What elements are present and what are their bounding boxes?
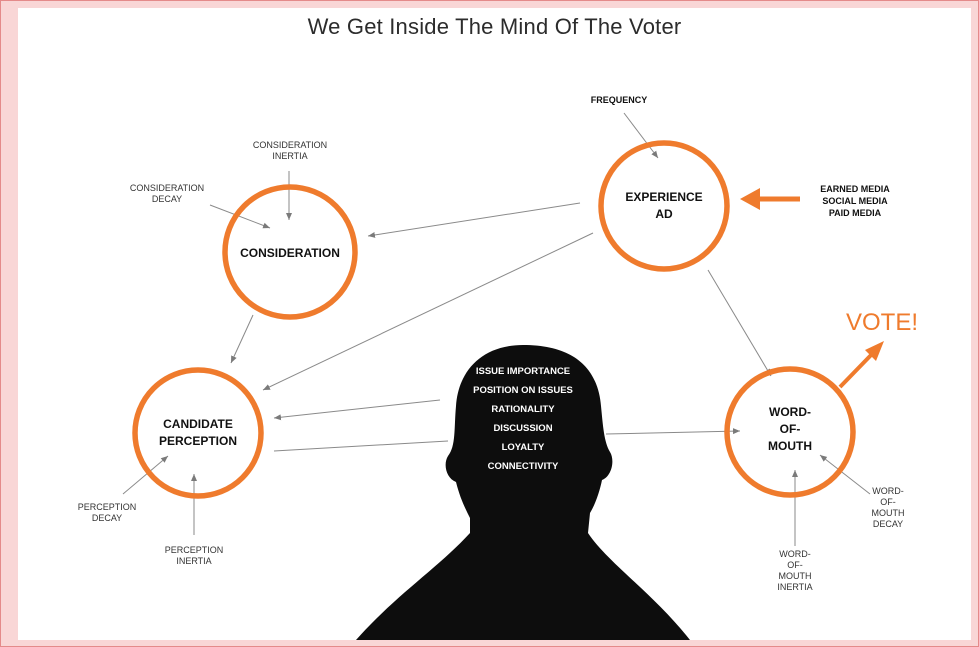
label-wom-inertia-4: INERTIA xyxy=(777,582,812,592)
arrow-consideration-to-perception xyxy=(230,314,254,364)
label-wom-inertia-2: OF- xyxy=(787,560,803,570)
stage-circles xyxy=(132,140,856,499)
factor-issue-importance: ISSUE IMPORTANCE xyxy=(476,366,570,377)
label-of: OF- xyxy=(780,422,801,436)
label-wom-inertia-3: MOUTH xyxy=(779,571,812,581)
arrow-consideration-decay xyxy=(209,204,271,229)
vote-arrow xyxy=(838,341,884,389)
vote-label: VOTE! xyxy=(846,309,918,336)
label-perception-inertia-1: PERCEPTION xyxy=(165,545,224,555)
arrow-ad-to-consideration xyxy=(367,202,581,238)
label-consideration-inertia-2: INERTIA xyxy=(272,151,307,161)
circle-consideration xyxy=(222,184,358,320)
diagram-panel: We Get Inside The Mind Of The Voter ISSU… xyxy=(18,8,971,640)
label-experience: EXPERIENCE xyxy=(625,190,702,204)
arrow-frequency xyxy=(623,112,659,159)
label-consideration-decay-2: DECAY xyxy=(152,194,182,204)
label-perception: PERCEPTION xyxy=(159,434,237,448)
label-perception-decay-1: PERCEPTION xyxy=(78,502,137,512)
label-wom-decay-1: WORD- xyxy=(872,486,904,496)
label-earned-media: EARNED MEDIA xyxy=(820,184,890,194)
label-perception-inertia-2: INERTIA xyxy=(176,556,211,566)
voter-diagram: ISSUE IMPORTANCE POSITION ON ISSUES RATI… xyxy=(78,95,918,640)
label-consideration-inertia-1: CONSIDERATION xyxy=(253,140,327,150)
media-arrow xyxy=(740,188,800,210)
label-wom-decay-4: DECAY xyxy=(873,519,903,529)
arrow-ad-to-wom xyxy=(707,269,772,377)
factor-rationality: RATIONALITY xyxy=(491,404,555,415)
arrow-head-to-perception xyxy=(273,399,441,421)
factor-position-on-issues: POSITION ON ISSUES xyxy=(473,385,573,396)
circle-word-of-mouth xyxy=(724,366,856,498)
label-wom-decay-2: OF- xyxy=(880,497,896,507)
label-consideration: CONSIDERATION xyxy=(240,246,340,260)
label-consideration-decay-1: CONSIDERATION xyxy=(130,183,204,193)
factor-connectivity: CONNECTIVITY xyxy=(488,461,559,472)
label-word: WORD- xyxy=(769,405,811,419)
label-mouth: MOUTH xyxy=(768,439,812,453)
line-perception-to-head xyxy=(273,440,449,452)
circle-experience-ad xyxy=(598,140,730,272)
diagram-title: We Get Inside The Mind Of The Voter xyxy=(307,14,682,39)
factor-discussion: DISCUSSION xyxy=(493,423,552,434)
label-candidate: CANDIDATE xyxy=(163,417,233,431)
label-paid-media: PAID MEDIA xyxy=(829,208,882,218)
label-wom-inertia-1: WORD- xyxy=(779,549,811,559)
label-frequency: FREQUENCY xyxy=(591,95,648,105)
arrow-wom-decay xyxy=(819,454,871,495)
arrow-ad-to-perception xyxy=(262,232,594,391)
label-social-media: SOCIAL MEDIA xyxy=(822,196,888,206)
circle-candidate-perception xyxy=(132,367,264,499)
head-silhouette xyxy=(356,345,690,640)
label-ad: AD xyxy=(655,207,673,221)
factor-loyalty: LOYALTY xyxy=(502,442,545,453)
label-perception-decay-2: DECAY xyxy=(92,513,122,523)
label-wom-decay-3: MOUTH xyxy=(872,508,905,518)
arrow-head-to-wom xyxy=(605,428,741,435)
head-factors: ISSUE IMPORTANCE POSITION ON ISSUES RATI… xyxy=(473,366,573,472)
flow-arrows xyxy=(122,112,871,546)
arrow-perception-decay xyxy=(122,455,169,495)
